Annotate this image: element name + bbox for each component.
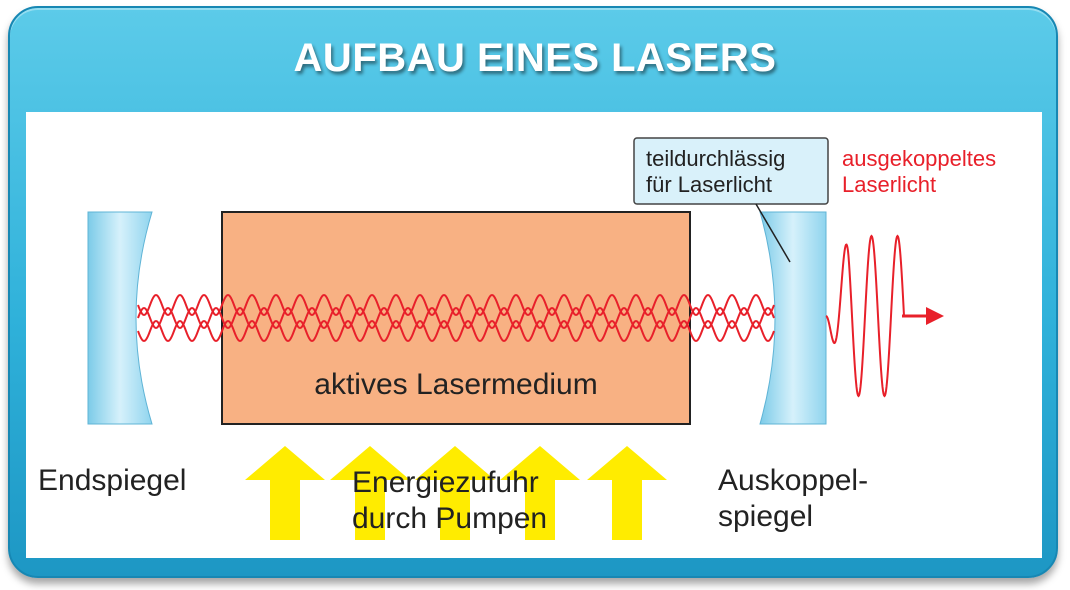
pump-arrow-3 — [415, 446, 495, 540]
energy-label-line-1: Energiezufuhr — [352, 466, 539, 499]
end-mirror — [87, 211, 153, 425]
output-mirror-label-line-1: Auskoppel- — [718, 464, 868, 497]
slide-title: AUFBAU EINES LASERS — [293, 36, 777, 80]
pump-arrows — [245, 446, 667, 540]
active-medium — [221, 211, 691, 425]
cavity-waves — [137, 293, 775, 343]
pump-arrow-2 — [330, 446, 410, 540]
callout-line-2: für Laserlicht — [646, 172, 772, 197]
output-wave — [825, 234, 905, 398]
output-wave-path — [825, 234, 905, 398]
cavity-wave-3 — [137, 319, 775, 343]
callout-line-1: teildurchlässig — [646, 146, 785, 171]
cavity-wave-1 — [137, 293, 775, 317]
end-mirror-label: Endspiegel — [38, 464, 186, 497]
pump-arrow-4 — [500, 446, 580, 540]
output-arrow — [902, 307, 944, 325]
pump-arrow-1 — [245, 446, 325, 540]
pump-arrow-5 — [587, 446, 667, 540]
energy-label-line-2: durch Pumpen — [352, 502, 547, 535]
medium-label: aktives Lasermedium — [314, 368, 597, 401]
output-light-line-1: ausgekoppeltes — [842, 146, 996, 171]
callout-pointer — [755, 203, 791, 263]
cavity-wave-2 — [137, 306, 775, 330]
output-coupler-mirror — [759, 211, 827, 425]
output-light-line-2: Laserlicht — [842, 172, 936, 197]
output-mirror-label-line-2: spiegel — [718, 500, 813, 533]
callout-box — [633, 137, 829, 205]
